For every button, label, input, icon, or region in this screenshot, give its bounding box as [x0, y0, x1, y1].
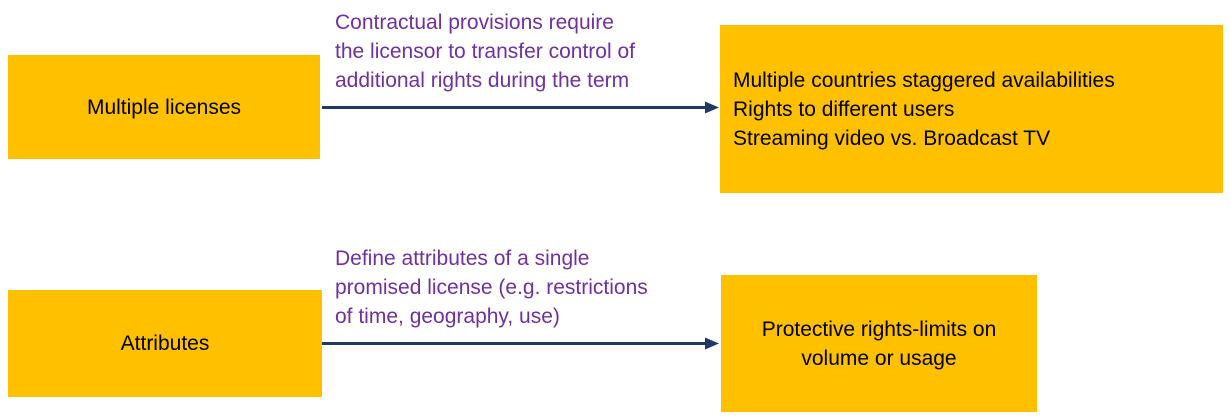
target-box-line: Rights to different users	[733, 97, 955, 121]
target-box-line: Protective rights-limits on	[761, 317, 997, 341]
source-box-label: Multiple licenses	[86, 95, 242, 119]
arrow-annotation-row2: Define attributes of a single promised l…	[335, 244, 648, 331]
target-box-line: Streaming video vs. Broadcast TV	[733, 126, 1051, 150]
arrow-annotation-row1: Contractual provisions require the licen…	[335, 8, 635, 95]
arrow-right-icon-row2	[322, 337, 719, 350]
target-box-attribute-examples: Protective rights-limits on volume or us…	[721, 275, 1037, 412]
annotation-line: promised license (e.g. restrictions	[335, 276, 648, 299]
source-box-label: Attributes	[120, 332, 210, 355]
source-box-attributes: Attributes	[8, 290, 322, 397]
target-box-license-examples: Multiple countries staggered availabilit…	[720, 25, 1223, 193]
annotation-line: of time, geography, use)	[335, 305, 560, 328]
arrow-right-icon-row1	[322, 101, 719, 114]
target-box-line: volume or usage	[801, 346, 957, 370]
annotation-line: Contractual provisions require	[335, 11, 614, 34]
annotation-line: additional rights during the term	[335, 69, 630, 92]
annotation-line: Define attributes of a single	[335, 247, 590, 270]
target-box-line: Multiple countries staggered availabilit…	[733, 68, 1115, 92]
source-box-multiple-licenses: Multiple licenses	[8, 55, 320, 159]
annotation-line: the licensor to transfer control of	[335, 40, 635, 63]
